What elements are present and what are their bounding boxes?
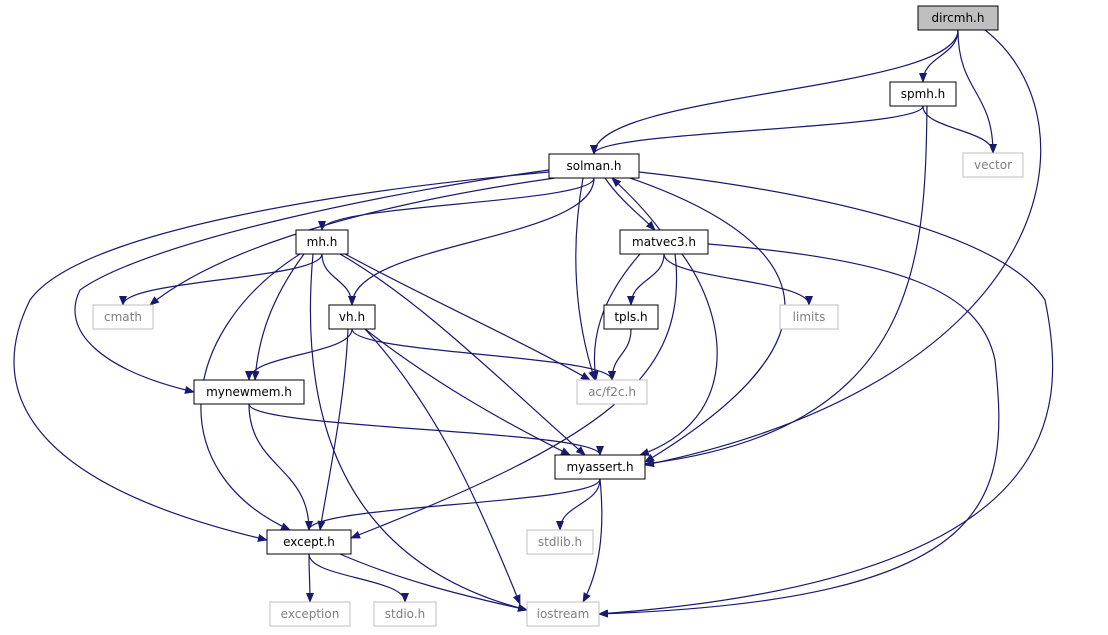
node-label-solman: solman.h	[567, 159, 622, 173]
node-myassert[interactable]: myassert.h	[554, 454, 646, 480]
node-except[interactable]: except.h	[266, 529, 352, 555]
edge-vh-to-acf2c	[351, 328, 616, 381]
node-label-stdio: stdio.h	[385, 607, 425, 621]
node-label-stdlib: stdlib.h	[538, 535, 582, 549]
edge-mh-to-acf2c	[344, 253, 591, 381]
node-stdio: stdio.h	[373, 601, 437, 627]
edge-matvec3-to-except	[350, 253, 678, 539]
edge-solman-to-iostream	[598, 171, 1054, 618]
edge-solman-to-acf2c	[575, 177, 596, 381]
node-label-vector: vector	[974, 158, 1012, 172]
edge-dircmh-to-myassert	[644, 29, 1042, 468]
node-stdlib: stdlib.h	[526, 529, 594, 555]
node-mh[interactable]: mh.h	[295, 229, 349, 255]
node-label-spmh: spmh.h	[901, 87, 946, 101]
node-label-cmath: cmath	[104, 310, 142, 324]
edge-dircmh-to-spmh	[919, 29, 959, 83]
node-label-mh: mh.h	[307, 235, 338, 249]
edge-vh-to-mynewmem	[245, 328, 353, 381]
node-vh[interactable]: vh.h	[328, 304, 376, 330]
edge-myassert-to-except	[305, 478, 601, 531]
node-label-iostream: iostream	[537, 607, 590, 621]
edge-matvec3-to-tpls	[627, 253, 665, 306]
node-cmath: cmath	[92, 304, 154, 330]
node-matvec3[interactable]: matvec3.h	[619, 229, 709, 255]
node-dircmh[interactable]: dircmh.h	[917, 5, 999, 31]
node-iostream: iostream	[526, 601, 600, 627]
edge-solman-to-matvec3	[604, 177, 656, 231]
node-label-myassert: myassert.h	[566, 460, 633, 474]
edge-myassert-to-iostream	[582, 478, 603, 603]
edge-solman-to-myassert	[629, 177, 786, 463]
edge-vh-to-except	[317, 328, 349, 531]
edge-tpls-to-acf2c	[608, 328, 632, 381]
node-limits: limits	[779, 304, 839, 330]
edge-vh-to-iostream	[364, 328, 521, 605]
edge-spmh-to-solman	[590, 105, 924, 155]
edge-mh-to-mynewmem	[251, 253, 305, 381]
node-label-mynewmem: mynewmem.h	[206, 385, 292, 399]
node-label-dircmh: dircmh.h	[932, 11, 985, 25]
node-label-exception: exception	[281, 607, 340, 621]
edge-mh-to-myassert	[339, 253, 586, 456]
edge-dircmh-to-solman	[590, 29, 959, 155]
node-label-except: except.h	[283, 535, 335, 549]
edge-solman-to-except	[13, 171, 550, 542]
edge-matvec3-to-acf2c	[590, 253, 641, 381]
nodes-layer: dircmh.h spmh.h vector solman.h mh.h matvec3.…	[92, 5, 1024, 627]
edge-matvec3-to-iostream	[598, 243, 1000, 618]
node-acf2c: ac/f2c.h	[576, 379, 648, 405]
edge-mh-to-iostream	[309, 253, 528, 612]
edge-myassert-to-stdlib	[556, 478, 601, 531]
node-exception: exception	[269, 601, 351, 627]
node-spmh[interactable]: spmh.h	[889, 81, 957, 107]
edge-solman-to-vh	[348, 177, 595, 306]
edge-except-to-stdio	[308, 553, 409, 603]
edge-mynewmem-to-except	[248, 403, 313, 531]
edge-dircmh-to-vector	[957, 29, 997, 154]
node-label-tpls: tpls.h	[614, 310, 647, 324]
edge-except-to-iostream	[339, 553, 528, 612]
edge-solman-to-cmath	[149, 177, 556, 306]
node-label-limits: limits	[793, 310, 826, 324]
edge-matvec3-to-limits	[663, 253, 813, 306]
node-label-matvec3: matvec3.h	[632, 235, 696, 249]
edges-layer	[13, 29, 1054, 618]
edge-matvec3-to-myassert	[639, 253, 718, 456]
edge-vh-to-myassert	[364, 328, 571, 456]
node-solman[interactable]: solman.h	[548, 153, 640, 179]
edge-solman-to-mh	[318, 177, 595, 231]
node-label-acf2c: ac/f2c.h	[588, 385, 636, 399]
edge-mh-to-vh	[321, 253, 356, 306]
edge-mh-to-cmath	[119, 253, 323, 306]
node-label-vh: vh.h	[339, 310, 365, 324]
edge-mynewmem-to-myassert	[248, 403, 604, 456]
node-vector: vector	[962, 152, 1024, 178]
edge-spmh-to-myassert	[644, 105, 928, 467]
node-tpls[interactable]: tpls.h	[603, 304, 659, 330]
edge-except-to-exception	[305, 553, 314, 603]
edge-matvec3-to-solman	[611, 177, 661, 231]
node-mynewmem[interactable]: mynewmem.h	[193, 379, 305, 405]
edge-spmh-to-vector	[922, 105, 997, 154]
edge-solman-to-mynewmem	[74, 169, 550, 394]
